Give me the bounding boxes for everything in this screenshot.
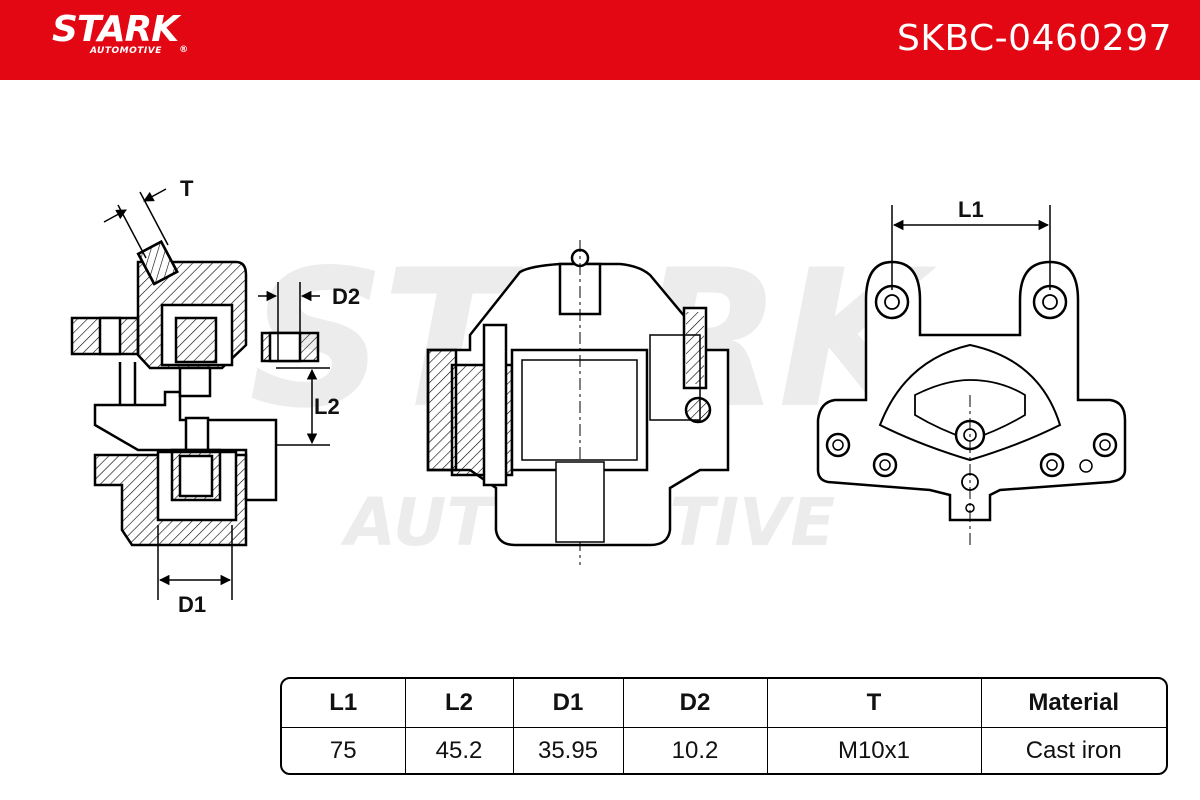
spec-table: L1 L2 D1 D2 T Material 75 45.2 35.95 10.… [280,677,1168,775]
brand-name: STARK [52,9,179,50]
brand-subtitle: AUTOMOTIVE [90,46,162,56]
spec-value-d2: 10.2 [622,727,768,773]
front-view [816,205,1127,548]
label-d1: D1 [178,592,206,617]
spec-header-t: T [766,679,982,728]
spec-header-l2: L2 [404,679,514,728]
side-view [426,240,730,565]
spec-value-material: Cast iron [980,727,1166,773]
spec-value-l1: 75 [282,727,406,773]
brand-logo: STARK® AUTOMOTIVE [52,9,188,57]
header-bar: STARK® AUTOMOTIVE SKBC-0460297 [0,0,1200,80]
label-l1: L1 [958,197,984,222]
registered-mark: ® [179,45,188,55]
spec-header-d1: D1 [512,679,624,728]
spec-value-row: 75 45.2 35.95 10.2 M10x1 Cast iron [282,727,1166,773]
label-d2: D2 [332,284,360,309]
spec-value-l2: 45.2 [404,727,514,773]
spec-value-t: M10x1 [766,727,982,773]
spec-header-l1: L1 [282,679,406,728]
label-l2: L2 [314,394,340,419]
spec-header-d2: D2 [622,679,768,728]
part-number: SKBC-0460297 [897,18,1172,59]
spec-header-row: L1 L2 D1 D2 T Material [282,679,1166,728]
spec-value-d1: 35.95 [512,727,624,773]
section-view [70,188,330,600]
spec-header-material: Material [980,679,1166,728]
label-t: T [180,176,194,201]
